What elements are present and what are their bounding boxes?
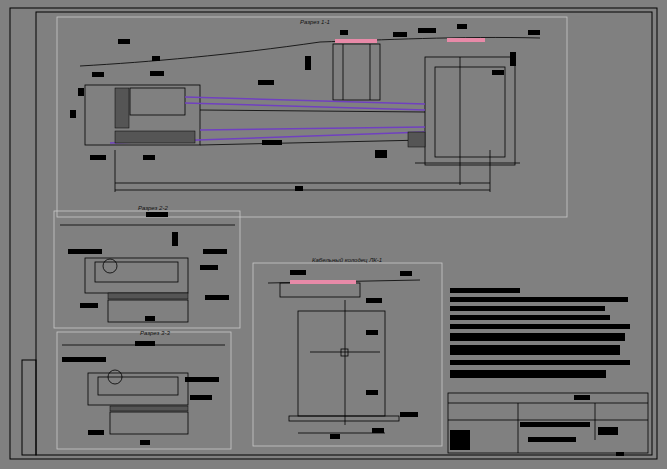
view-title: Разрез 2-2 <box>138 205 168 211</box>
view-title: Разрез 1-1 <box>300 19 330 25</box>
view-title: Кабельный колодец ЛК-1 <box>312 257 382 263</box>
view-title: Разрез 3-3 <box>140 330 170 336</box>
